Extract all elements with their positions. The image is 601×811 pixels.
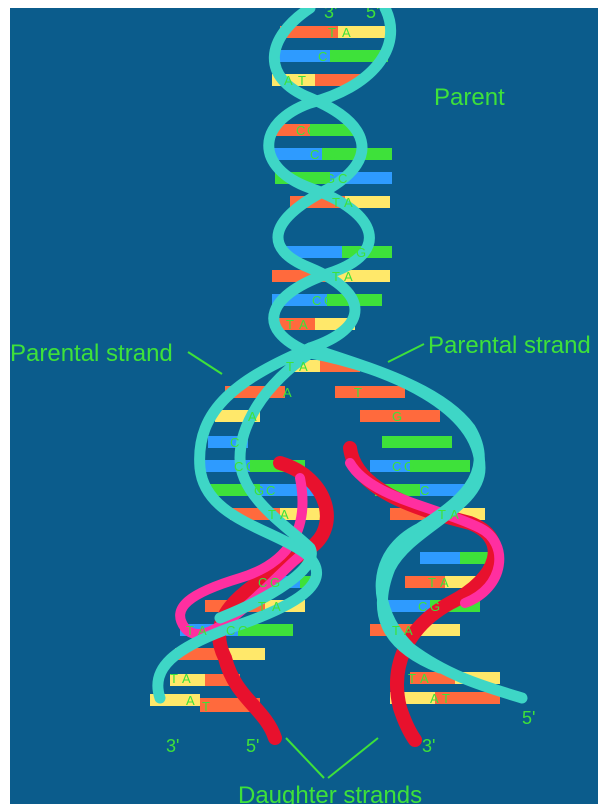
- svg-text:C: C: [310, 147, 319, 162]
- svg-text:A: A: [198, 623, 207, 638]
- svg-text:A: A: [299, 359, 308, 374]
- end-label-top-right: 5': [366, 8, 379, 23]
- svg-text:G: G: [404, 459, 414, 474]
- svg-text:A: A: [344, 195, 353, 210]
- svg-text:A: A: [420, 671, 429, 686]
- svg-text:A: A: [344, 269, 353, 284]
- label-parental-strand-right: Parental strand: [428, 332, 591, 360]
- svg-text:A: A: [299, 317, 308, 332]
- svg-text:C: C: [344, 245, 353, 260]
- svg-text:T: T: [202, 699, 210, 714]
- svg-text:G: G: [330, 49, 340, 64]
- svg-text:C: C: [328, 147, 337, 162]
- end-label-bottom-4: 5': [522, 708, 535, 729]
- svg-text:A: A: [404, 623, 413, 638]
- svg-text:G: G: [324, 293, 334, 308]
- svg-text:G: G: [472, 551, 482, 566]
- svg-text:T: T: [286, 359, 294, 374]
- svg-text:C: C: [296, 123, 305, 138]
- svg-text:G: G: [408, 483, 418, 498]
- svg-text:G: G: [392, 409, 402, 424]
- svg-text:T: T: [170, 671, 178, 686]
- svg-text:T: T: [298, 73, 306, 88]
- svg-text:C: C: [338, 171, 347, 186]
- svg-text:A: A: [284, 73, 293, 88]
- svg-text:C: C: [266, 483, 275, 498]
- svg-text:G: G: [238, 623, 248, 638]
- svg-text:T: T: [286, 317, 294, 332]
- svg-text:C: C: [234, 459, 243, 474]
- svg-text:C: C: [460, 551, 469, 566]
- svg-text:T: T: [328, 25, 336, 40]
- end-label-bottom-2: 5': [246, 736, 259, 757]
- svg-text:A: A: [248, 409, 257, 424]
- svg-text:C: C: [312, 293, 321, 308]
- svg-text:T: T: [428, 575, 436, 590]
- svg-text:A: A: [450, 507, 459, 522]
- svg-text:G: G: [270, 575, 280, 590]
- svg-text:A: A: [283, 385, 292, 400]
- leader-line-left: [188, 352, 222, 374]
- svg-text:T: T: [438, 507, 446, 522]
- label-daughter-strands: Daughter strands: [238, 782, 422, 804]
- label-parental-strand-left: Parental strand: [10, 340, 173, 368]
- end-label-top-left: 3': [324, 8, 337, 23]
- svg-text:A: A: [182, 671, 191, 686]
- svg-text:T: T: [186, 623, 194, 638]
- svg-text:G: G: [325, 171, 335, 186]
- svg-text:C: C: [226, 623, 235, 638]
- svg-text:T: T: [332, 195, 340, 210]
- svg-text:T: T: [392, 623, 400, 638]
- leader-line-daughter-right: [328, 738, 378, 778]
- svg-text:A: A: [430, 691, 439, 706]
- svg-text:G: G: [356, 245, 366, 260]
- svg-text:T: T: [268, 507, 276, 522]
- svg-text:G: G: [254, 483, 264, 498]
- svg-text:A: A: [272, 599, 281, 614]
- svg-text:C: C: [318, 49, 327, 64]
- leader-line-right: [388, 344, 424, 362]
- svg-text:T: T: [442, 691, 450, 706]
- leader-line-daughter-left: [286, 738, 324, 778]
- svg-text:A: A: [342, 25, 351, 40]
- backbone-left-branch: [158, 348, 317, 698]
- svg-text:G: G: [430, 599, 440, 614]
- svg-text:A: A: [186, 693, 195, 708]
- svg-text:C: C: [418, 599, 427, 614]
- svg-text:T: T: [354, 385, 362, 400]
- end-label-bottom-3: 3': [422, 736, 435, 757]
- label-parent: Parent: [434, 84, 505, 112]
- svg-text:T: T: [332, 269, 340, 284]
- backbone-right-branch: [310, 348, 522, 698]
- svg-text:G: G: [246, 459, 256, 474]
- svg-text:C: C: [392, 459, 401, 474]
- svg-text:C: C: [258, 575, 267, 590]
- svg-text:G: G: [307, 123, 317, 138]
- svg-text:A: A: [440, 575, 449, 590]
- svg-text:C: C: [230, 435, 239, 450]
- svg-text:T: T: [408, 671, 416, 686]
- svg-text:C: C: [420, 483, 429, 498]
- svg-text:A: A: [280, 507, 289, 522]
- end-label-bottom-1: 3': [166, 736, 179, 757]
- svg-text:T: T: [258, 599, 266, 614]
